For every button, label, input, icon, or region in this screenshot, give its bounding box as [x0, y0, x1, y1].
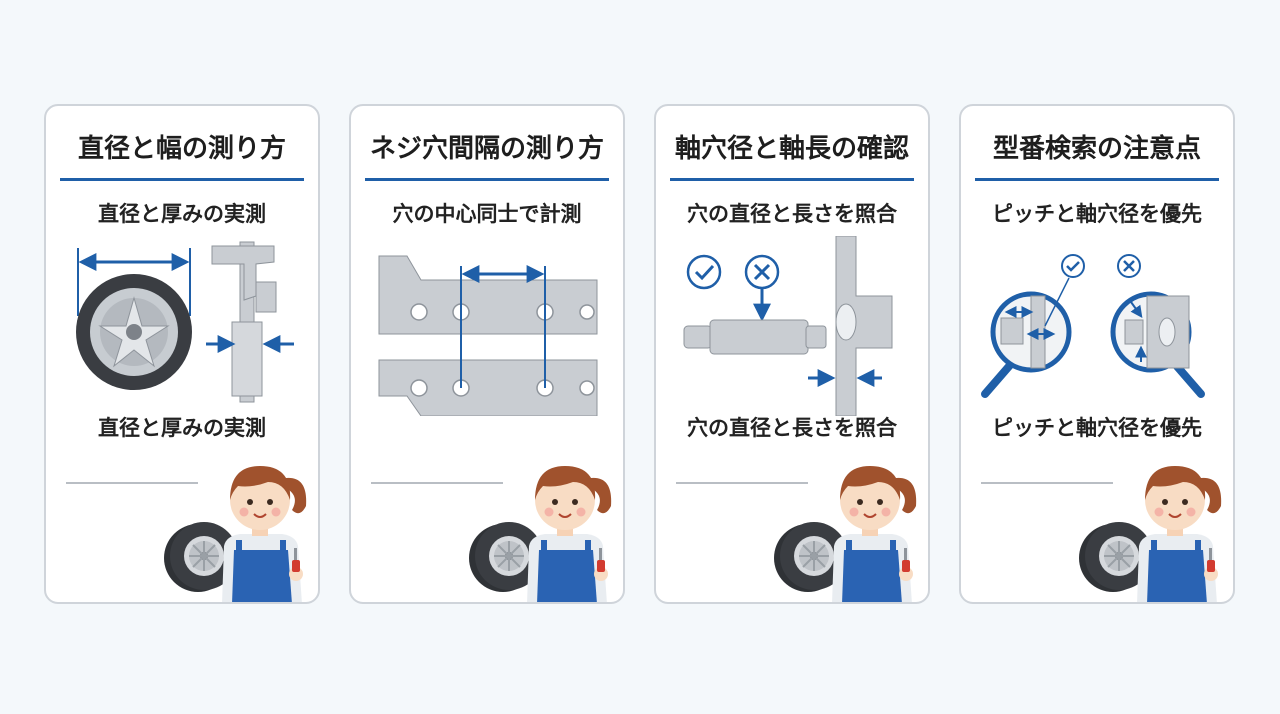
mechanic-illustration — [1075, 448, 1225, 604]
card-bolt-hole-spacing: ネジ穴間隔の測り方 穴の中心同士で計測 — [349, 104, 625, 604]
card-subtitle: 穴の直径と長さを照合 — [687, 202, 897, 226]
mechanic-illustration — [465, 448, 615, 604]
card-title: 型番検索の注意点 — [992, 134, 1201, 164]
tire-icon — [76, 274, 192, 390]
check-circle-icon — [686, 254, 722, 290]
caliper-icon — [211, 241, 277, 403]
card-caption: ピッチと軸穴径を優先 — [992, 416, 1202, 440]
divider — [981, 482, 1113, 484]
card-title: 軸穴径と軸長の確認 — [674, 134, 909, 164]
card-subtitle: 穴の中心同士で計測 — [392, 202, 582, 226]
tire-caliper-illustration — [76, 241, 294, 403]
divider — [66, 482, 198, 484]
divider — [371, 482, 503, 484]
cross-circle-icon — [1117, 254, 1141, 278]
magnifier-comparison-illustration — [981, 254, 1205, 398]
card-caption: 穴の直径と長さを照合 — [687, 416, 897, 440]
card-model-search-notes: 型番検索の注意点 ピッチと軸穴径を優先 ピッチ — [959, 104, 1235, 604]
title-divider — [975, 178, 1219, 181]
card-axle-hole-length: 軸穴径と軸長の確認 穴の直径と長さを照合 穴の直径と長さを照合 — [654, 104, 930, 604]
axle-shaft-illustration — [683, 236, 893, 416]
card-title: 直径と幅の測り方 — [77, 134, 286, 164]
card-subtitle: 直径と厚みの実測 — [98, 202, 266, 226]
magnifier-icon — [1110, 291, 1205, 398]
card-subtitle: ピッチと軸穴径を優先 — [992, 202, 1202, 226]
card-title: ネジ穴間隔の測り方 — [369, 134, 604, 164]
mechanic-illustration — [160, 448, 310, 604]
mechanic-illustration — [770, 448, 920, 604]
title-divider — [365, 178, 609, 181]
divider — [676, 482, 808, 484]
magnifier-icon — [981, 291, 1072, 398]
title-divider — [60, 178, 304, 181]
card-diameter-width: 直径と幅の測り方 直径と厚みの実測 直径と厚みの実測 — [44, 104, 320, 604]
check-circle-icon — [1061, 254, 1085, 278]
cross-circle-icon — [744, 254, 780, 290]
card-caption: 直径と厚みの実測 — [98, 416, 266, 440]
bracket-holes-illustration — [378, 255, 598, 416]
title-divider — [670, 178, 914, 181]
